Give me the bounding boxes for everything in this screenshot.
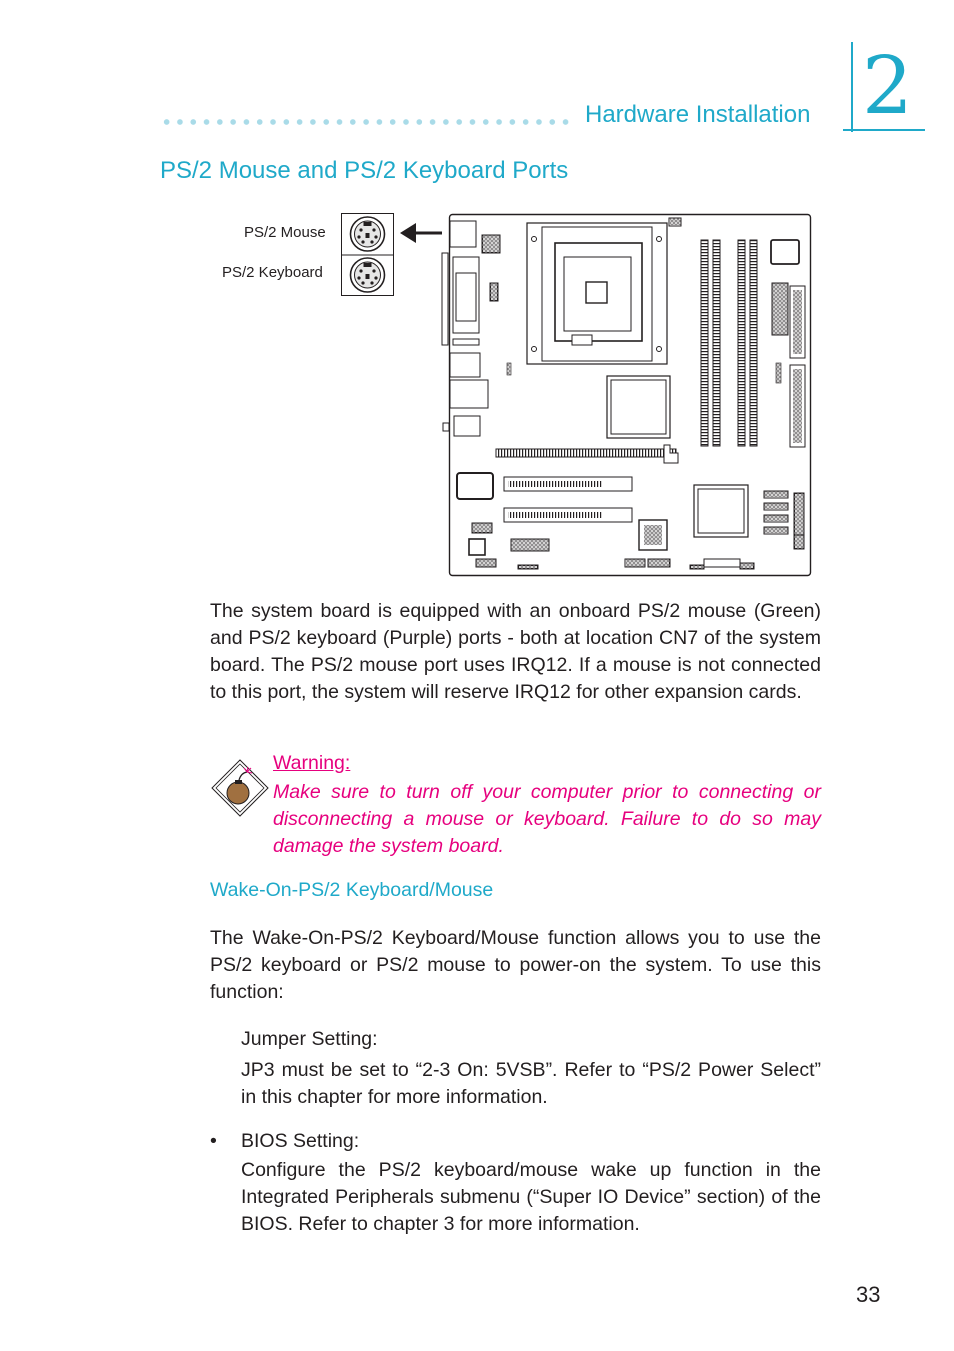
bios-setting-heading: BIOS Setting: (241, 1130, 360, 1152)
bios-bullet: • (210, 1130, 217, 1152)
wake-on-subheading: Wake-On-PS/2 Keyboard/Mouse (210, 879, 494, 901)
page-title: PS/2 Mouse and PS/2 Keyboard Ports (160, 157, 569, 184)
ps2-mouse-label: PS/2 Mouse (244, 224, 326, 241)
section-header: Hardware Installation (585, 101, 811, 128)
motherboard-layout-diagram (441, 213, 812, 577)
ps2-keyboard-label: PS/2 Keyboard (222, 264, 323, 281)
warning-heading: Warning: (273, 752, 351, 774)
header-dotted-rule (160, 118, 572, 126)
bios-setting-text: Configure the PS/2 keyboard/mouse wake u… (241, 1159, 821, 1235)
jumper-setting-text: JP3 must be set to “2-3 On: 5VSB”. Refer… (241, 1059, 821, 1108)
chapter-number: 2 (862, 39, 913, 132)
chapter-tab-vertical-line (851, 42, 853, 132)
jumper-setting-heading: Jumper Setting: (241, 1028, 378, 1050)
left-arrow-icon (400, 223, 442, 243)
warning-text: Make sure to turn off your computer prio… (273, 781, 821, 857)
wake-on-paragraph: The Wake-On-PS/2 Keyboard/Mouse function… (210, 927, 821, 1003)
warning-bomb-icon (211, 759, 269, 817)
page-number: 33 (856, 1282, 881, 1307)
ps2-mouse-port-icon (349, 216, 386, 252)
ps2-keyboard-port-icon (349, 257, 386, 293)
chapter-tab-horizontal-line (843, 129, 925, 131)
intro-paragraph: The system board is equipped with an onb… (210, 600, 821, 703)
ps2-connector-illustration (341, 213, 394, 296)
